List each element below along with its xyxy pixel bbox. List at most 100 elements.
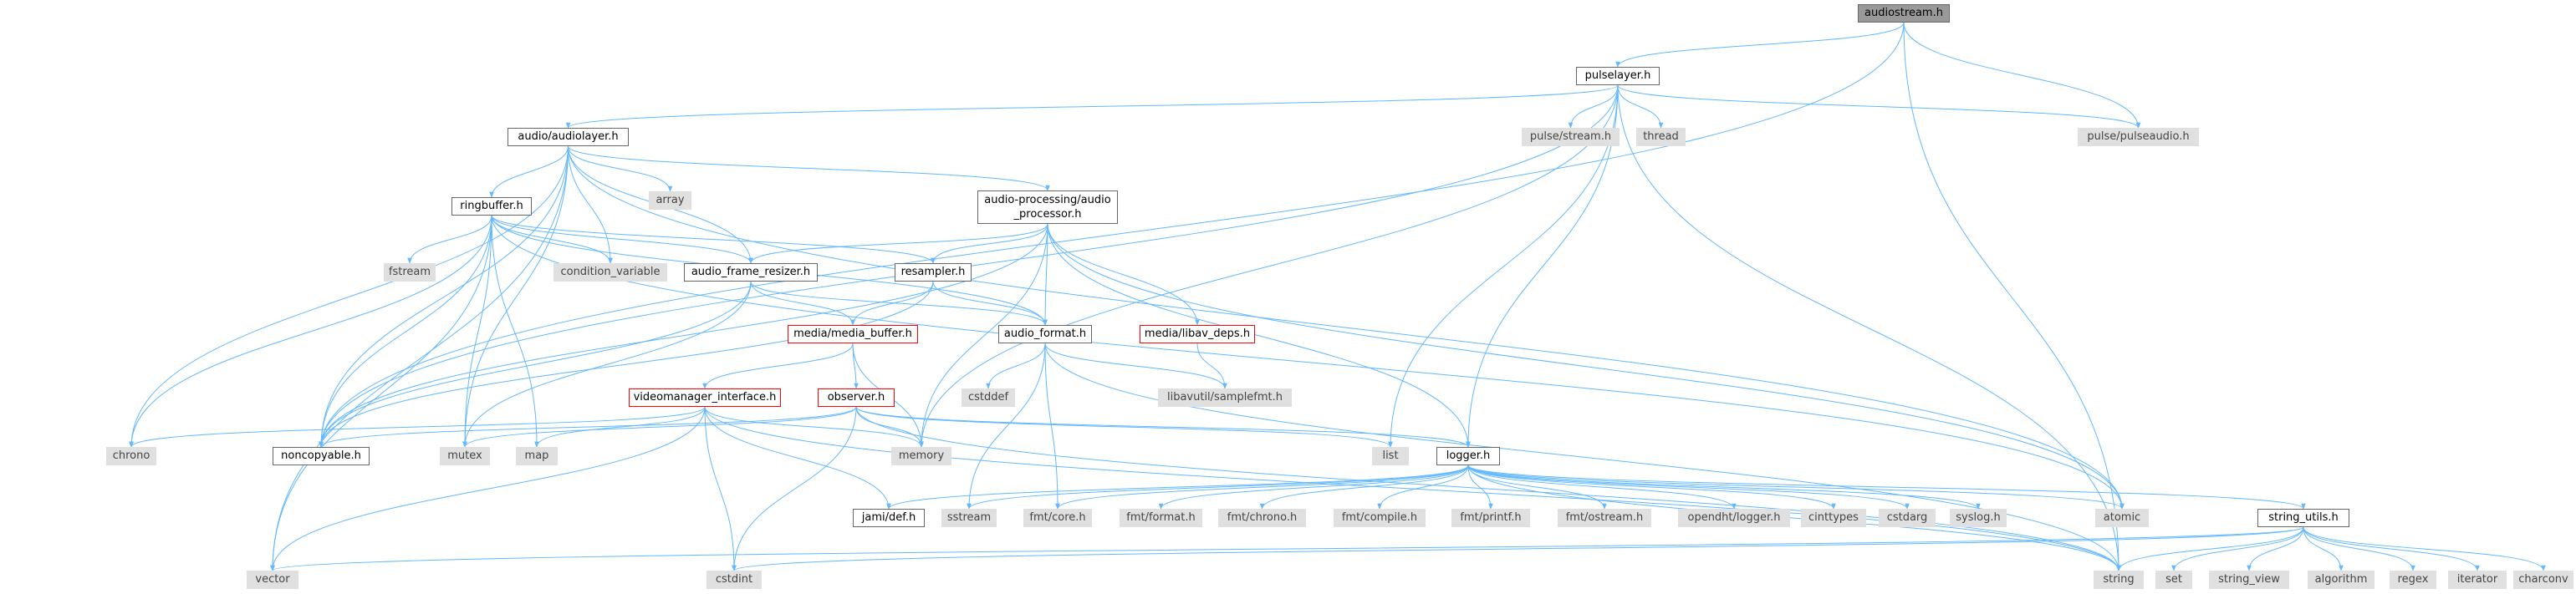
node-array[interactable]: array bbox=[649, 191, 691, 210]
edge-logger-to-cinttypes bbox=[1467, 465, 1836, 510]
node-memory[interactable]: memory bbox=[891, 447, 951, 465]
node-logger[interactable]: logger.h bbox=[1436, 447, 1500, 465]
node-observer[interactable]: observer.h bbox=[818, 388, 895, 407]
edge-observer-to-cstdint bbox=[732, 406, 857, 571]
edge-logger-to-fmt_core bbox=[1055, 465, 1469, 510]
edge-audio_format-to-fmt_core bbox=[1044, 343, 1060, 510]
edge-logger-to-string bbox=[1467, 465, 2121, 571]
node-atomic[interactable]: atomic bbox=[2095, 509, 2149, 527]
node-mutex[interactable]: mutex bbox=[440, 447, 490, 465]
node-opendht-logger[interactable]: opendht/logger.h bbox=[1678, 509, 1790, 527]
node-list[interactable]: list bbox=[1372, 447, 1409, 465]
node-regex[interactable]: regex bbox=[2390, 571, 2436, 589]
edge-logger-to-opendht_logger bbox=[1467, 465, 1737, 510]
node-cstdint[interactable]: cstdint bbox=[706, 571, 762, 589]
edge-string_utils-to-set bbox=[2171, 526, 2304, 571]
edge-audio_format-to-cstddef bbox=[986, 343, 1046, 389]
edge-videomanager-to-memory bbox=[704, 406, 924, 448]
edge-videomanager-to-vector bbox=[270, 406, 706, 571]
edge-audio_processor-to-noncopyable bbox=[319, 223, 1048, 448]
edge-audio_processor-to-libav_deps bbox=[1047, 223, 1200, 326]
edge-pulselayer-to-list bbox=[1388, 84, 1619, 448]
edge-string_utils-to-string_view bbox=[2247, 526, 2304, 571]
node-charconv[interactable]: charconv bbox=[2513, 571, 2573, 589]
edge-media_buffer-to-videomanager bbox=[702, 343, 854, 389]
edge-logger-to-fmt_ostream bbox=[1467, 465, 1607, 510]
edge-pulselayer-to-audiolayer bbox=[565, 84, 1619, 129]
node-thread[interactable]: thread bbox=[1636, 128, 1686, 146]
node-map[interactable]: map bbox=[516, 447, 558, 465]
node-pulselayer[interactable]: pulselayer.h bbox=[1576, 67, 1660, 85]
edge-videomanager-to-cstdint bbox=[704, 406, 737, 571]
node-cstddef[interactable]: cstddef bbox=[962, 388, 1015, 407]
edge-logger-to-fmt_chrono bbox=[1259, 465, 1469, 510]
node-jami-def[interactable]: jami/def.h bbox=[853, 509, 925, 527]
edge-audio_processor-to-resampler bbox=[931, 223, 1048, 264]
edge-observer-to-list bbox=[855, 406, 1393, 448]
node-libavutil-samplefmt[interactable]: libavutil/samplefmt.h bbox=[1158, 388, 1292, 407]
edge-logger-to-cstdarg bbox=[1467, 465, 1910, 510]
edge-ringbuffer-to-vector bbox=[270, 215, 492, 571]
node-pulse-pulseaudio[interactable]: pulse/pulseaudio.h bbox=[2078, 128, 2199, 146]
node-libav-deps[interactable]: media/libav_deps.h bbox=[1140, 325, 1255, 343]
node-audio-format[interactable]: audio_format.h bbox=[998, 325, 1092, 343]
edge-logger-to-jami_def bbox=[886, 465, 1469, 510]
node-audiolayer[interactable]: audio/audiolayer.h bbox=[508, 128, 629, 146]
edge-logger-to-string_utils bbox=[1467, 465, 2306, 510]
node-fmt-printf[interactable]: fmt/printf.h bbox=[1451, 509, 1530, 527]
edge-libav_deps-to-samplefmt bbox=[1196, 343, 1227, 389]
node-cstdarg[interactable]: cstdarg bbox=[1879, 509, 1936, 527]
node-fmt-format[interactable]: fmt/format.h bbox=[1120, 509, 1202, 527]
node-vector[interactable]: vector bbox=[247, 571, 298, 589]
node-string[interactable]: string bbox=[2094, 571, 2144, 589]
node-ringbuffer[interactable]: ringbuffer.h bbox=[451, 197, 532, 216]
node-fmt-core[interactable]: fmt/core.h bbox=[1023, 509, 1092, 527]
node-chrono[interactable]: chrono bbox=[106, 447, 156, 465]
edge-pulselayer-to-thread bbox=[1617, 84, 1664, 129]
node-videomanager-interface[interactable]: videomanager_interface.h bbox=[629, 388, 781, 407]
edge-ringbuffer-to-mutex bbox=[462, 215, 492, 448]
node-cinttypes[interactable]: cinttypes bbox=[1801, 509, 1866, 527]
edge-ringbuffer-to-fstream bbox=[407, 215, 492, 264]
edge-audio_frame_resizer-to-mutex bbox=[462, 281, 752, 448]
node-noncopyable[interactable]: noncopyable.h bbox=[273, 447, 370, 465]
edge-observer-to-mutex bbox=[462, 406, 857, 448]
node-media-buffer[interactable]: media/media_buffer.h bbox=[788, 325, 918, 343]
node-syslog[interactable]: syslog.h bbox=[1950, 509, 2007, 527]
node-fmt-compile[interactable]: fmt/compile.h bbox=[1334, 509, 1426, 527]
edge-audiolayer-to-vector bbox=[270, 145, 569, 571]
edge-logger-to-fmt_format bbox=[1158, 465, 1469, 510]
edge-pulselayer-to-pulse_pulseaudio bbox=[1617, 84, 2141, 129]
edge-pulselayer-to-memory bbox=[919, 84, 1619, 448]
edge-audiolayer-to-noncopyable bbox=[319, 145, 569, 448]
node-audio-frame-resizer[interactable]: audio_frame_resizer.h bbox=[684, 263, 818, 282]
edge-audiolayer-to-audio_processor bbox=[568, 145, 1050, 191]
edge-audio_frame_resizer-to-noncopyable bbox=[319, 281, 752, 448]
edge-videomanager-to-string bbox=[704, 406, 2121, 571]
node-set[interactable]: set bbox=[2155, 571, 2192, 589]
node-audio-processor[interactable]: audio-processing/audio _processor.h bbox=[977, 190, 1118, 224]
node-string-view[interactable]: string_view bbox=[2209, 571, 2289, 589]
edge-videomanager-to-chrono bbox=[129, 406, 706, 448]
edge-string_utils-to-algorithm bbox=[2303, 526, 2344, 571]
edge-observer-to-string bbox=[855, 406, 2121, 571]
node-audiostream[interactable]: audiostream.h bbox=[1858, 4, 1950, 23]
node-fstream[interactable]: fstream bbox=[384, 263, 436, 282]
node-condition-variable[interactable]: condition_variable bbox=[553, 263, 667, 282]
node-pulse-stream[interactable]: pulse/stream.h bbox=[1522, 128, 1620, 146]
edge-ringbuffer-to-condition_variable bbox=[491, 215, 613, 264]
node-sstream[interactable]: sstream bbox=[941, 509, 997, 527]
edge-audio_format-to-string bbox=[1044, 343, 2121, 571]
node-algorithm[interactable]: algorithm bbox=[2308, 571, 2375, 589]
node-fmt-ostream[interactable]: fmt/ostream.h bbox=[1558, 509, 1651, 527]
edge-audio_format-to-samplefmt bbox=[1044, 343, 1227, 389]
node-string-utils[interactable]: string_utils.h bbox=[2257, 509, 2349, 527]
edge-resampler-to-media_buffer bbox=[850, 281, 934, 326]
edge-audio_frame_resizer-to-media_buffer bbox=[750, 281, 855, 326]
node-resampler[interactable]: resampler.h bbox=[895, 263, 972, 282]
node-iterator[interactable]: iterator bbox=[2448, 571, 2507, 589]
edge-observer-to-logger bbox=[855, 406, 1471, 448]
node-fmt-chrono[interactable]: fmt/chrono.h bbox=[1218, 509, 1306, 527]
edge-audiolayer-to-ringbuffer bbox=[489, 145, 569, 198]
